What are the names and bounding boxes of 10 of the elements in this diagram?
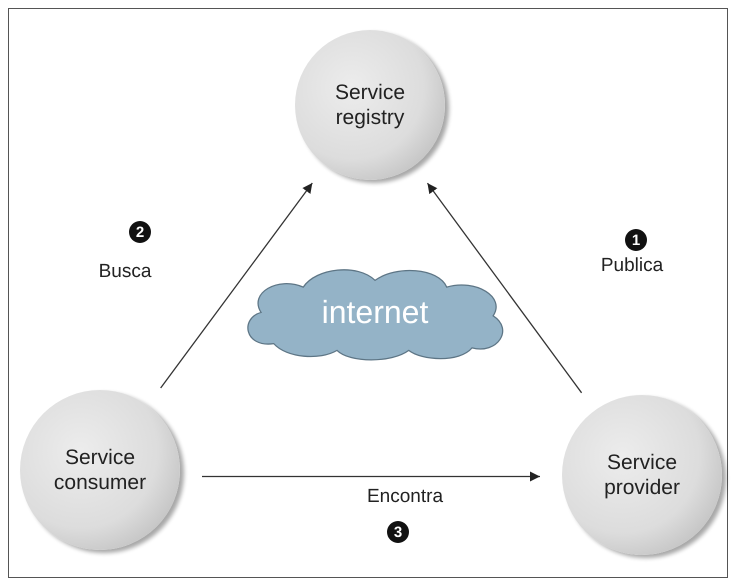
node-label: Service consumer	[52, 444, 148, 496]
arrow	[160, 182, 313, 388]
callout-number: 3	[387, 521, 409, 543]
node-label: Service registry	[334, 80, 406, 130]
arrow	[426, 182, 582, 394]
node-label: Service provider	[603, 450, 681, 500]
callout-number: 2	[129, 221, 151, 243]
arrow	[202, 472, 540, 482]
node-label: internet	[322, 292, 428, 332]
callout-number: 1	[625, 229, 647, 251]
